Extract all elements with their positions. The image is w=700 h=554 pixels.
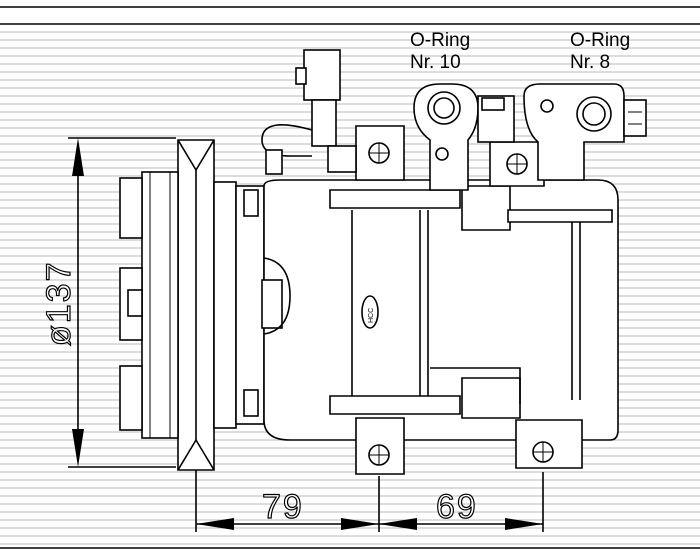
length-a-value: 79 <box>262 488 304 526</box>
length-dimensions: 79 69 <box>195 470 544 532</box>
mount-hole-bottom-right <box>532 441 554 463</box>
pulley <box>119 139 265 471</box>
compressor-body: HCC <box>119 49 647 475</box>
diameter-value: ø137 <box>40 261 78 347</box>
frame <box>0 6 700 549</box>
length-b-value: 69 <box>436 488 478 526</box>
mount-hole-bottom-left <box>368 444 390 466</box>
oring-left-title: O-Ring <box>410 30 470 51</box>
oring-callouts: O-Ring Nr. 10 O-Ring Nr. 8 <box>410 30 630 73</box>
oring-right-title: O-Ring <box>570 30 630 51</box>
hcc-badge-label: HCC <box>368 308 375 323</box>
suction-port-block <box>413 83 515 191</box>
mount-hole-top-right <box>506 153 528 175</box>
oring-right-number: Nr. 8 <box>570 52 610 73</box>
oring-left-number: Nr. 10 <box>410 52 461 73</box>
hcc-badge <box>361 295 379 329</box>
electrical-connector <box>261 49 357 175</box>
discharge-port-block <box>523 83 647 181</box>
mount-hole-top-left <box>368 142 390 164</box>
diameter-dimension: ø137 <box>39 137 176 468</box>
